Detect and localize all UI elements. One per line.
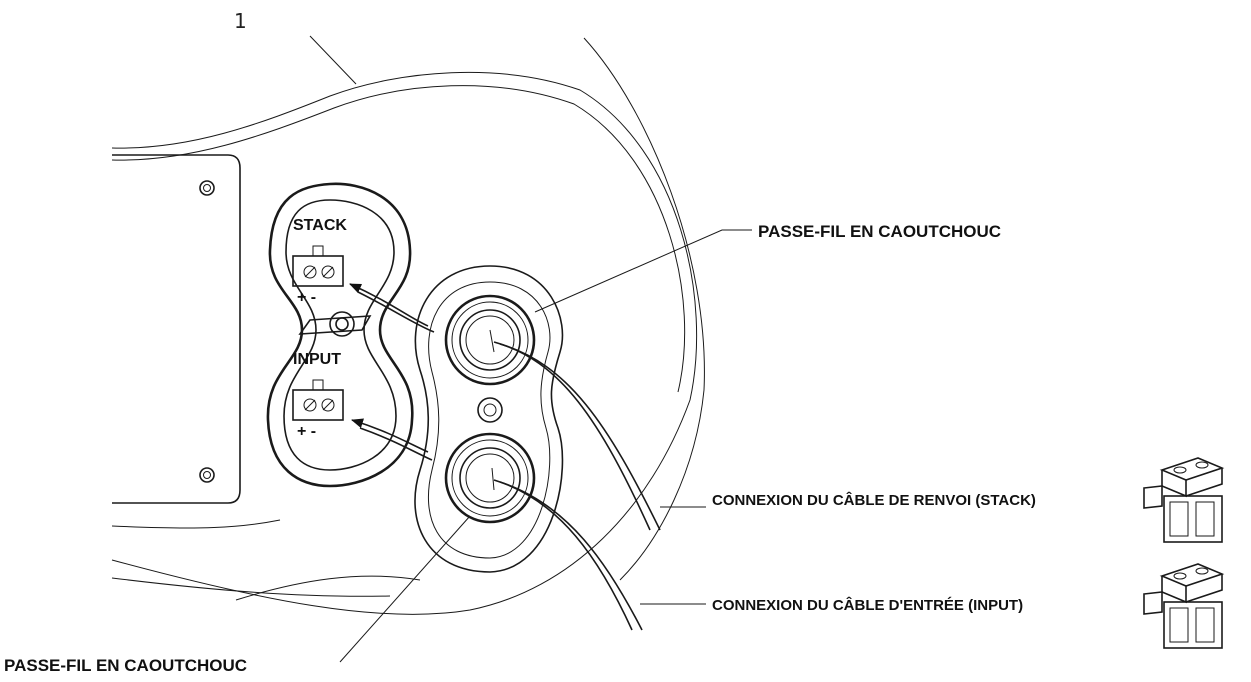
stack-cable [493,341,651,531]
callout-stack-cable: CONNEXION DU CÂBLE DE RENVOI (STACK) [712,491,1036,509]
terminal-cup: STACK + - INPUT + - [266,182,414,488]
grommet-bottom [444,432,536,524]
stack-polarity: + - [297,289,316,306]
rear-plate [112,154,241,504]
speaker-housing [111,37,705,615]
input-connector-plug [1143,563,1225,649]
center-standoff [298,311,372,337]
stack-jack [292,255,344,287]
cables [493,341,661,631]
input-jack [292,389,344,421]
mounting-screw-bottom [199,467,215,483]
grommet-plate [414,265,564,573]
center-screw [477,397,503,423]
leader-lines [339,229,752,663]
mounting-screw-top [199,180,215,196]
input-cable [493,479,633,631]
callout-grommet-bottom: PASSE-FIL EN CAOUTCHOUC [4,656,247,675]
input-polarity: + - [297,423,316,440]
input-jack-label: INPUT [293,351,341,368]
callout-input-cable: CONNEXION DU CÂBLE D'ENTRÉE (INPUT) [712,596,1023,614]
stack-jack-label: STACK [293,217,347,234]
grommet-top [444,294,536,386]
jack-wires [349,283,435,461]
figure-number: 1 [234,9,247,33]
callout-grommet-top: PASSE-FIL EN CAOUTCHOUC [758,222,1001,241]
stack-connector-plug [1143,457,1225,543]
figure-leader-line [309,35,357,85]
